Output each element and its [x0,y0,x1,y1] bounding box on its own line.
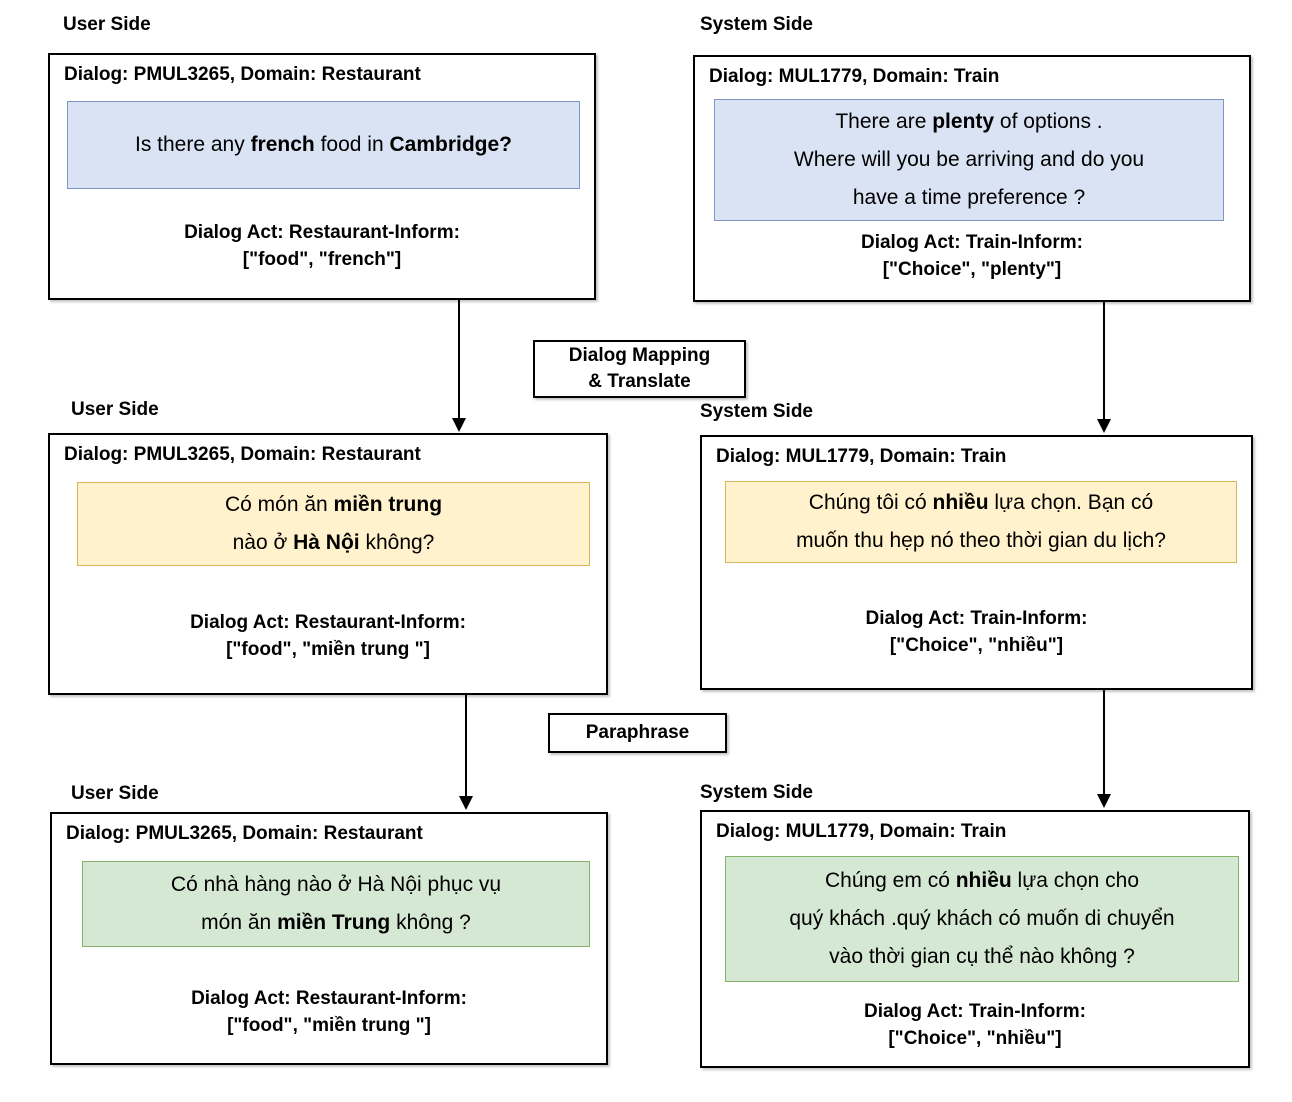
dialog-act: Dialog Act: Restaurant-Inform: ["food", … [52,985,606,1039]
side-label-system-original: System Side [700,14,813,35]
dialog-act-label: Dialog Act: Train-Inform: [865,608,1088,629]
panel-translated-system: Dialog: MUL1779, Domain: Train Chúng tôi… [700,435,1253,690]
dialog-act-slots: ["food", "french"] [242,249,402,270]
dialog-act: Dialog Act: Train-Inform: ["Choice", "pl… [695,229,1249,283]
dialog-act-label: Dialog Act: Train-Inform: [860,232,1084,253]
utterance-box: There are plenty of options .Where will … [714,99,1224,221]
dialog-act-slots: ["Choice", "nhiều"] [888,1028,1062,1049]
dialog-act: Dialog Act: Train-Inform: ["Choice", "nh… [702,605,1251,659]
dialog-meta-header: Dialog: PMUL3265, Domain: Restaurant [64,444,421,465]
dialog-mapping-translate-box: Dialog Mapping& Translate [533,340,746,398]
side-label-user-original: User Side [63,14,151,35]
dialog-meta-header: Dialog: PMUL3265, Domain: Restaurant [64,64,421,85]
dialog-act-slots: ["Choice", "nhiều"] [889,635,1064,656]
side-label-system-translated: System Side [700,401,813,422]
side-label-user-paraphrased: User Side [71,783,159,804]
dialog-act: Dialog Act: Restaurant-Inform: ["food", … [50,219,594,273]
dialog-act-label: Dialog Act: Train-Inform: [863,1001,1087,1022]
dialog-meta-header: Dialog: PMUL3265, Domain: Restaurant [66,823,423,844]
side-label-system-paraphrased: System Side [700,782,813,803]
panel-original-system: Dialog: MUL1779, Domain: Train There are… [693,55,1251,302]
utterance-box: Is there any french food in Cambridge? [67,101,580,189]
down-arrow-user-paraphrase [459,695,473,810]
down-arrow-user-translate [452,300,466,432]
dialog-meta-header: Dialog: MUL1779, Domain: Train [716,446,1007,467]
dialog-act-label: Dialog Act: Restaurant-Inform: [191,988,467,1009]
down-arrow-system-translate [1097,302,1111,433]
dialog-act-label: Dialog Act: Restaurant-Inform: [184,222,460,243]
dialog-act-slots: ["food", "miền trung "] [226,639,430,660]
side-label-user-translated: User Side [71,399,159,420]
dialog-act-slots: ["food", "miền trung "] [227,1015,431,1036]
panel-translated-user: Dialog: PMUL3265, Domain: Restaurant Có … [48,433,608,695]
panel-paraphrased-user: Dialog: PMUL3265, Domain: Restaurant Có … [50,812,608,1065]
dialog-meta-header: Dialog: MUL1779, Domain: Train [709,66,1000,87]
panel-original-user: Dialog: PMUL3265, Domain: Restaurant Is … [48,53,596,300]
dialog-meta-header: Dialog: MUL1779, Domain: Train [716,821,1007,842]
panel-paraphrased-system: Dialog: MUL1779, Domain: Train Chúng em … [700,810,1250,1068]
down-arrow-system-paraphrase [1097,690,1111,808]
paraphrase-box: Paraphrase [548,713,727,753]
dialog-act-slots: ["Choice", "plenty"] [882,259,1062,280]
dialog-act: Dialog Act: Restaurant-Inform: ["food", … [50,609,606,663]
dialog-act: Dialog Act: Train-Inform: ["Choice", "nh… [702,998,1248,1052]
dialog-act-label: Dialog Act: Restaurant-Inform: [190,612,466,633]
